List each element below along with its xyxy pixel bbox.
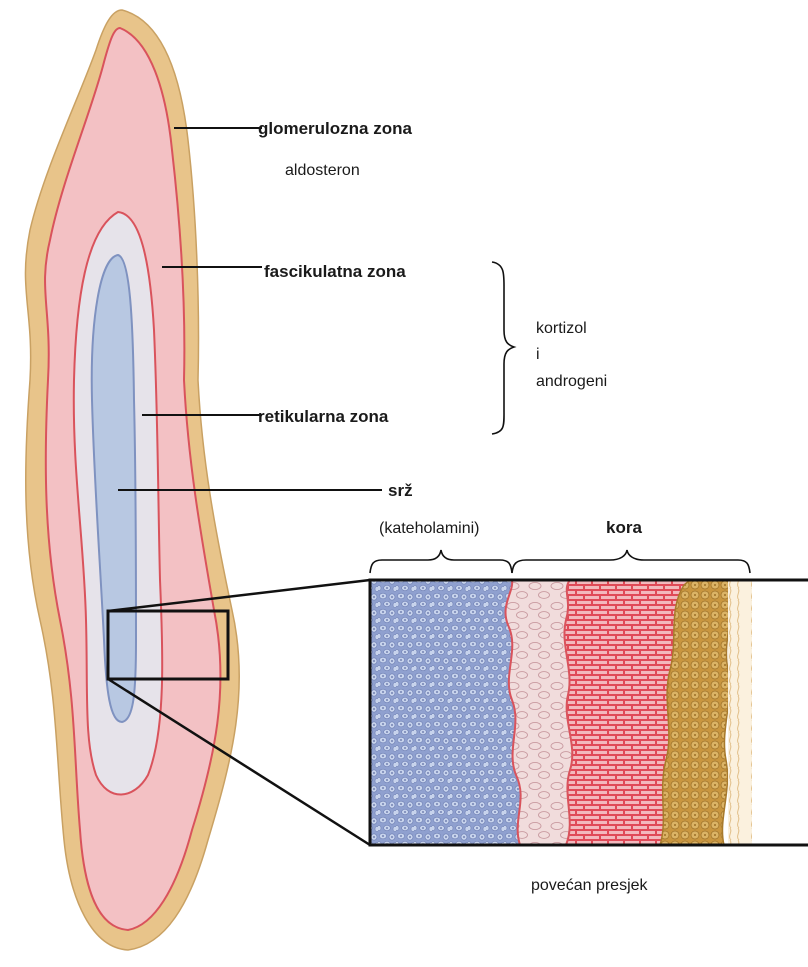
label-glomerular-zone: glomerulozna zona <box>258 119 413 138</box>
enlarged-section <box>370 580 808 845</box>
label-cortex: kora <box>606 518 642 537</box>
label-and: i <box>536 346 540 363</box>
label-androgens: androgeni <box>536 373 607 390</box>
brace-cortex <box>512 550 750 573</box>
label-reticular-zone: retikularna zona <box>258 407 389 426</box>
label-fascicular-zone: fascikulatna zona <box>264 262 406 281</box>
brace-catecholamines <box>370 550 512 573</box>
label-catecholamines: (kateholamini) <box>379 520 479 537</box>
label-aldosterone: aldosteron <box>285 162 360 179</box>
brace-cortisol <box>492 262 514 434</box>
gland-cross-section <box>25 10 239 950</box>
label-enlarged-section: povećan presjek <box>531 877 649 894</box>
label-medulla: srž <box>388 481 413 500</box>
capsule-fade <box>752 580 808 845</box>
label-cortisol: kortizol <box>536 320 587 337</box>
